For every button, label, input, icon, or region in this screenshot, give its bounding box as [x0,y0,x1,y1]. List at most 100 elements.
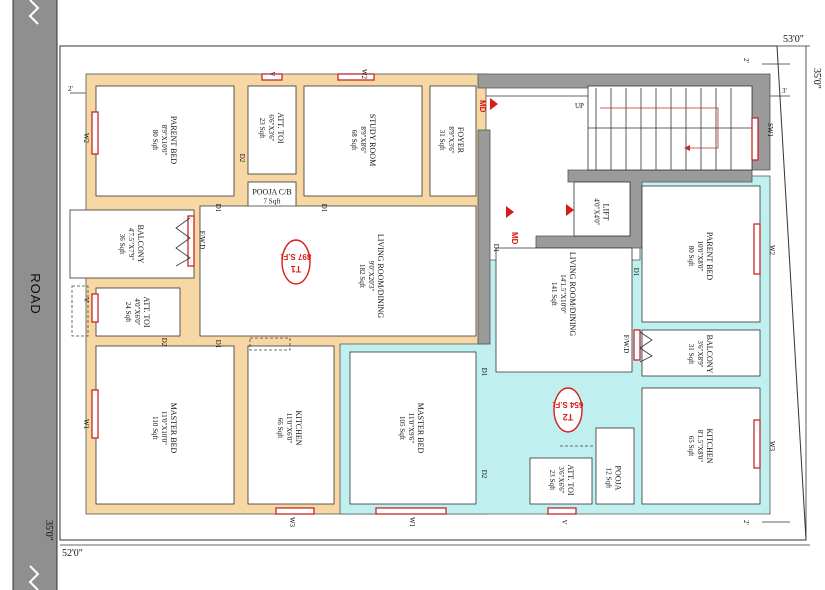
t2-living-room [495,247,633,373]
t1-ventilator-top [261,73,283,81]
t1-pooja-line: 7 Sqft [264,198,281,206]
bottom-width-dimension: 52'0" [62,548,83,559]
main-door-marker: MD [478,98,498,113]
door-label-fwd: F/W.D [198,231,206,250]
t1-att-toi-top-line: ATT. TOI [276,112,285,143]
t2-lift-line: LIFT [602,204,611,221]
t2-parent-bed-line: PARENT BED [705,232,714,280]
t1-living-line: LIVING ROOM/DINING [376,234,385,318]
t2-parent-bed-line: 10'0"X8'0" [696,241,704,272]
t2-balcony-room [641,329,761,377]
t2-living-line: LIVING ROOM/DINING [568,252,577,336]
t1-balcony-room [69,209,195,279]
t2-kitchen-line: 8'1.5"X8'0" [696,430,704,463]
t2-fwd-zigzag [639,331,653,363]
t1-window-w2-top [337,73,375,81]
up-label: UP [575,102,584,110]
unit-t1-rooms [69,85,477,505]
setback-left: 2' [68,85,73,93]
t2-att-toi-line: 23 Sqft [548,470,556,490]
t2-fwd-door [633,329,641,361]
t2-window-w3-right [753,419,761,469]
t1-study-room [303,85,423,197]
t1-kitchen-line: 66 Sqft [276,418,284,438]
t1-fwd-zigzag [175,217,191,267]
main-door-marker-2: MD [506,206,519,245]
dashed-openings [71,285,594,447]
t2-window-w2-right [753,223,761,275]
door-label-w3: W3 [288,517,296,528]
t1-window-w2-left [91,111,99,155]
t2-kitchen-line: KITCHEN [705,428,714,463]
setback-right: 3' [782,87,787,95]
t2-kitchen-room [641,387,761,505]
main-door-icon [490,98,498,110]
t1-master-bed-line: 11'0"X10'0" [160,411,168,445]
door-label-v: V [82,297,90,302]
t2-master-bed-line: 105 Sqft [398,416,406,440]
t2-living-line: 141 Sqft [550,282,558,306]
door-label-w2: W2 [82,133,90,144]
door-label-d2: D2 [160,338,168,347]
t2-ventilator-bottom [547,507,577,515]
t2-pooja-line: 12 Sqft [605,468,613,488]
right-depth-dimension: 35'0" [811,68,822,89]
t1-att-toi-top-line: 23 Sqft [258,118,266,138]
t1-pooja-label: POOJA C/B7 Sqft [252,188,291,206]
t2-att-toi-line: 3'6"X6'6" [557,466,565,493]
t2-parent-bed-room [641,185,761,323]
t2-pooja-room [595,427,635,505]
t1-att-toi-small-line: 4'0"X6'0" [133,298,141,325]
unit-t2-id: T2 [563,412,574,422]
t1-foyer-line: FOYER [456,127,465,154]
t1-study-line: STUDY ROOM [368,114,377,166]
t1-living-room [199,205,477,337]
t1-study-line: 8'9"X8'6" [359,126,367,153]
t1-balcony-line: 36 Sqft [118,234,126,254]
t1-parent-bed-room [95,85,235,197]
unit-t2-badge: T2 654 S.Ft [552,387,583,433]
t1-att-toi-small-room [95,287,181,337]
road-label: ROAD [28,273,43,315]
unit-t1-badge: T1 897 S.Ft [280,239,311,285]
lift-door-icon [566,204,574,216]
t2-living-line: 14'1.5"X10'0" [559,274,567,314]
t2-master-bed-room [349,351,477,505]
door-label-d1: D1 [480,368,488,377]
unit-t2-rooms [349,181,761,505]
t2-kitchen-line: 65 Sqft [687,436,695,456]
t2-parent-bed-line: 80 Sqft [687,246,695,266]
road: ROAD [12,0,58,590]
t1-att-toi-top-room [247,85,297,175]
unit-t1-id: T1 [291,264,302,274]
door-label-w2: W2 [360,69,368,80]
main-door-icon-2 [506,206,514,218]
door-label-d2: D2 [238,154,246,163]
t1-kitchen-line: 11'0"X6'0" [285,413,293,444]
door-label-w2: W2 [768,245,776,256]
main-door-label: MD [478,100,487,113]
windows [91,73,761,515]
t1-study-line: 68 Sqft [350,130,358,150]
t1-foyer-line: 31 Sqft [438,130,446,150]
door-label-v: V [268,71,276,76]
left-depth-dimension: 35'0" [43,520,54,541]
t2-master-bed-line: MASTER BED [416,403,425,454]
door-label-fwd: F/W.D [622,335,630,354]
t2-window-w1-bottom [375,507,447,515]
door-label-sw1: SW1 [766,123,774,138]
t2-att-toi-line: ATT. TOI [566,464,575,495]
